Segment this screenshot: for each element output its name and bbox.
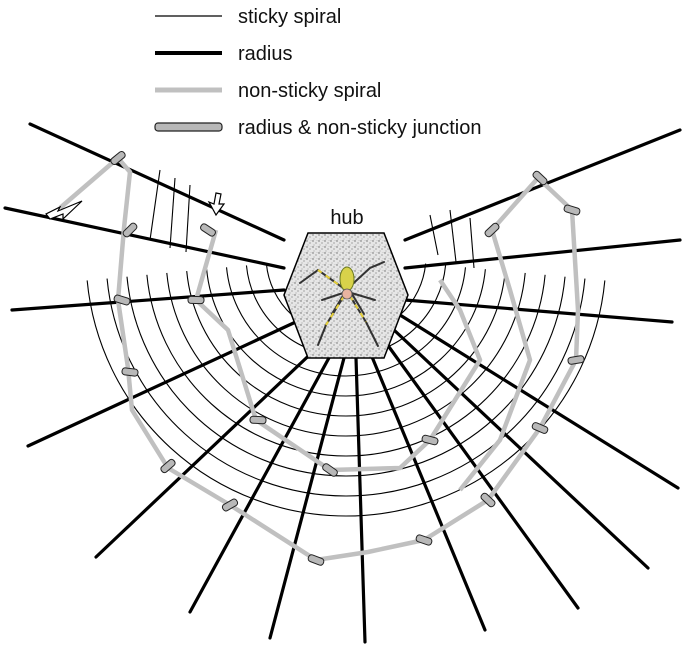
sticky-spiral-arc — [126, 276, 566, 477]
hollow-arrow-right — [207, 192, 226, 217]
junction-marker — [531, 422, 549, 434]
junction-marker — [200, 223, 216, 237]
junction-marker — [484, 222, 500, 238]
legend-item-sticky-spiral: sticky spiral — [155, 6, 341, 28]
legend-item-non-sticky-spiral: non-sticky spiral — [155, 80, 381, 102]
junction-marker — [421, 434, 439, 446]
hub-label: hub — [330, 207, 363, 229]
non-sticky-spiral-layer — [58, 150, 585, 566]
legend-item-radius: radius — [155, 43, 292, 65]
sticky-spiral-segment — [429, 214, 439, 256]
legend-label-junction: radius & non-sticky junction — [238, 117, 481, 139]
sticky-spiral-arc — [186, 271, 506, 417]
radius-line — [188, 354, 332, 614]
radius-line — [26, 318, 302, 448]
non-sticky-spiral-path — [58, 156, 120, 210]
junction-marker — [221, 498, 239, 512]
junction-marker — [567, 355, 585, 365]
radius-line — [368, 350, 487, 632]
junction-marker — [113, 294, 131, 306]
junction-marker — [110, 150, 126, 166]
junction-marker — [160, 458, 176, 474]
junction-marker — [187, 295, 205, 305]
hollow-arrow-left — [45, 200, 83, 221]
junction-marker — [415, 534, 433, 546]
sticky-spiral-segment — [449, 209, 457, 263]
junction-marker — [249, 415, 267, 425]
non-sticky-spiral-path — [115, 156, 581, 563]
sticky-spiral-arc — [86, 280, 606, 517]
junction-marker — [563, 204, 581, 216]
sticky-spiral-arc — [225, 267, 467, 377]
radius-line — [354, 356, 367, 644]
radius-line — [94, 343, 322, 559]
junction-marker — [307, 554, 325, 566]
hub: hub — [283, 207, 409, 359]
junction-marker — [480, 492, 496, 508]
legend-label-radius: radius — [238, 43, 292, 65]
radius-line — [3, 206, 286, 270]
junction-marker — [532, 170, 548, 186]
junction-marker — [322, 463, 338, 477]
sticky-spiral-arc — [146, 274, 546, 457]
sticky-spiral-arc — [166, 272, 526, 437]
legend-swatch-junction — [154, 122, 223, 132]
radius-layer — [3, 122, 682, 644]
radius-line — [392, 328, 650, 570]
radius-line — [268, 356, 346, 640]
radius-line — [28, 122, 286, 242]
legend-label-sticky-spiral: sticky spiral — [238, 6, 341, 28]
sticky-spiral-arc — [106, 278, 586, 497]
non-sticky-spiral-path — [193, 229, 483, 473]
sticky-spiral-layer — [86, 169, 606, 517]
spider-icon — [299, 261, 385, 347]
radius-line — [398, 313, 680, 490]
legend-item-junction: radius & non-sticky junction — [154, 117, 481, 139]
radius-line — [403, 298, 674, 324]
radius-line — [382, 338, 580, 610]
radius-line — [10, 288, 286, 312]
junction-marker — [121, 367, 139, 377]
legend: sticky spiral radius non-sticky spiral r… — [154, 6, 481, 139]
legend-label-non-sticky-spiral: non-sticky spiral — [238, 80, 381, 102]
radius-line — [403, 238, 682, 270]
junction-marker — [122, 222, 138, 238]
